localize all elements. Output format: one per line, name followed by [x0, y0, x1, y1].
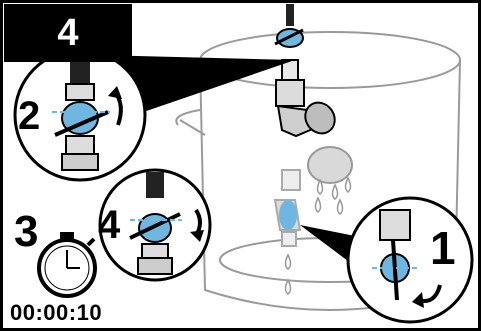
timer-readout: 00:00:10: [10, 300, 102, 326]
spray-head: [308, 147, 352, 183]
callout-number-1: 1: [430, 225, 456, 271]
callout-number-2: 2: [18, 96, 40, 136]
callout-number-3: 3: [14, 210, 38, 254]
sample-tube: [286, 4, 294, 26]
lower-fitting: [275, 170, 300, 246]
step-number-badge: 4: [4, 4, 132, 62]
valve-icon-top: [275, 29, 303, 47]
callout-number-4: 4: [98, 205, 120, 245]
stopwatch-icon: [39, 232, 95, 296]
nozzle: [276, 60, 341, 139]
